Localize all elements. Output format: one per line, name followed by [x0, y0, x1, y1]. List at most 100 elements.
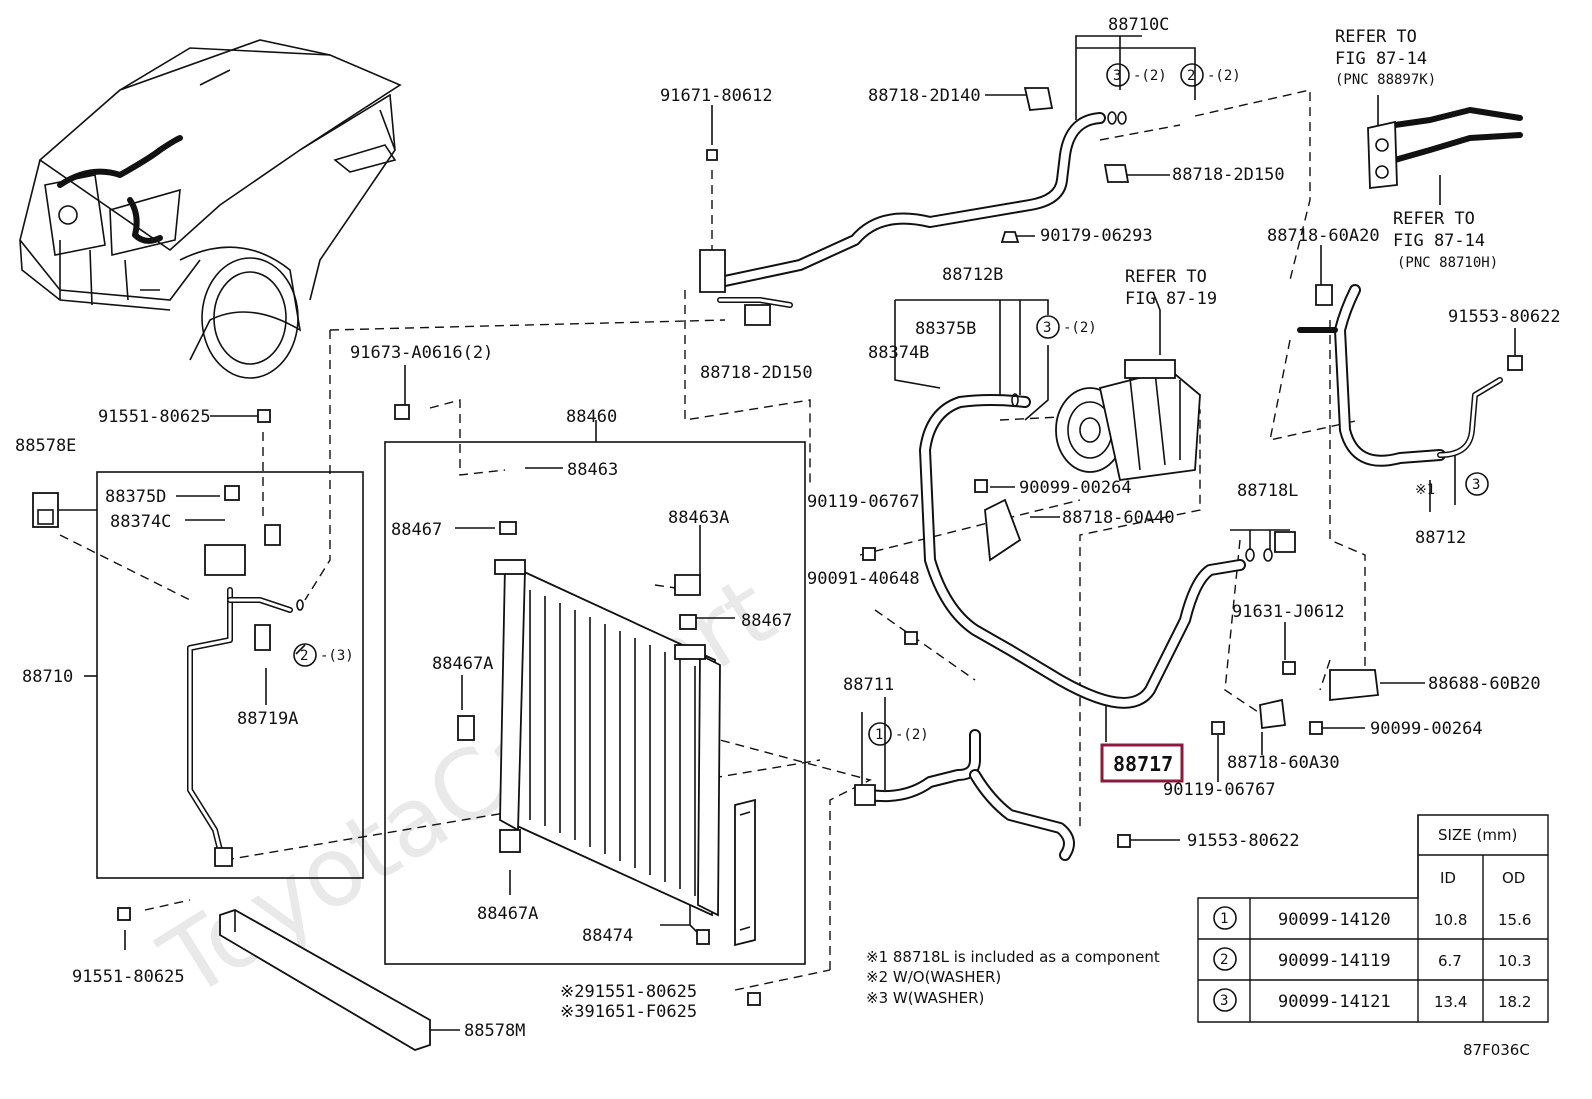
footnote-2: ※2 W/O(WASHER) — [866, 968, 1001, 986]
compressor-88320 — [1055, 359, 1201, 482]
size-row-3-num: 3 — [1220, 993, 1228, 1009]
label-88712[interactable]: 88712 — [1415, 528, 1466, 548]
label-90099-00264[interactable]: 90099-00264 — [1370, 719, 1483, 739]
refer-note-88897K-pnc: (PNC 88897K) — [1335, 72, 1436, 88]
refer-note-compressor[interactable]: REFER TO — [1125, 267, 1207, 287]
size-row-3-part[interactable]: 90099-14121 — [1278, 992, 1391, 1012]
callout-qty: -(2) — [1063, 320, 1097, 336]
refer-note-88897K-fig[interactable]: FIG 87-14 — [1335, 49, 1427, 69]
assembly-box-88460 — [384, 441, 806, 965]
label-88578M[interactable]: 88578M — [464, 1021, 525, 1041]
label-88718-2D150[interactable]: 88718-2D150 — [1172, 165, 1285, 185]
refer-note-88897K[interactable]: REFER TO — [1335, 27, 1417, 47]
label-90119-06767[interactable]: 90119-06767 — [807, 492, 920, 512]
label-90119-06767[interactable]: 90119-06767 — [1163, 780, 1276, 800]
receiver-88474 — [734, 798, 756, 947]
part-labels: 88710C 88718-2D140 88718-2D150 88718-2D1… — [15, 15, 1561, 1041]
label-88718-60A30[interactable]: 88718-60A30 — [1227, 753, 1340, 773]
label-88688-60B20[interactable]: 88688-60B20 — [1428, 674, 1541, 694]
label-88710C[interactable]: 88710C — [1108, 15, 1169, 35]
diagram-id: 87F036C — [1463, 1041, 1530, 1059]
label-91551-80625[interactable]: 91551-80625 — [72, 967, 185, 987]
refer-note-88710H[interactable]: REFER TO — [1393, 209, 1475, 229]
label-88711[interactable]: 88711 — [843, 675, 894, 695]
callout-2: 2 — [300, 648, 308, 664]
label-88375B[interactable]: 88375B — [915, 319, 976, 339]
callout-3: 3 — [1113, 68, 1121, 84]
label-88717[interactable]: 88717 — [1113, 752, 1173, 776]
size-table-col-od: OD — [1502, 869, 1525, 887]
size-row-2-part[interactable]: 90099-14119 — [1278, 951, 1391, 971]
label-91673-A0616[interactable]: 91673-A0616(2) — [350, 343, 493, 363]
label-88374C[interactable]: 88374C — [110, 512, 171, 532]
size-row-1-num: 1 — [1220, 911, 1228, 927]
size-row-1-part[interactable]: 90099-14120 — [1278, 910, 1391, 930]
label-88712B[interactable]: 88712B — [942, 265, 1003, 285]
label-91631-J0612[interactable]: 91631-J0612 — [1232, 602, 1345, 622]
label-88578E[interactable]: 88578E — [15, 436, 76, 456]
highlight-box — [1100, 743, 1184, 783]
callout-qty: -(2) — [1207, 68, 1241, 84]
label-88467A[interactable]: 88467A — [432, 654, 493, 674]
hoses — [187, 107, 1523, 861]
callout-circles: 3 -(2) 2 -(2) 3 -(2) 2 -(3) 1 -(2) 3 ※1 — [293, 63, 1489, 746]
callout-1: 1 — [875, 727, 883, 743]
footnote-3: ※3 W(WASHER) — [866, 989, 984, 1007]
label-88460[interactable]: 88460 — [566, 407, 617, 427]
leader-lines — [48, 35, 1516, 1031]
size-table-header: SIZE (mm) — [1438, 826, 1517, 844]
callout-3: 3 — [1043, 320, 1051, 336]
label-91551-80625[interactable]: 91551-80625 — [98, 407, 211, 427]
size-table-col-id: ID — [1440, 869, 1456, 887]
label-88467A[interactable]: 88467A — [477, 904, 538, 924]
callout-2: 2 — [1187, 68, 1195, 84]
size-row-3-od: 18.2 — [1498, 993, 1531, 1011]
footnotes: ※1 88718L is included as a component ※2 … — [866, 948, 1160, 1007]
label-88375D[interactable]: 88375D — [105, 487, 166, 507]
callout-qty: -(2) — [895, 727, 929, 743]
label-91551-80625-note2[interactable]: ※291551-80625 — [560, 982, 697, 1002]
condenser-88460 — [494, 559, 721, 917]
vehicle-illustration — [19, 39, 402, 379]
label-88463A[interactable]: 88463A — [668, 508, 729, 528]
label-88718-2D140[interactable]: 88718-2D140 — [868, 86, 981, 106]
seal-88578M — [219, 909, 431, 1051]
refer-note-88710H-fig[interactable]: FIG 87-14 — [1393, 231, 1485, 251]
label-91553-80622[interactable]: 91553-80622 — [1187, 831, 1300, 851]
size-row-1-id: 10.8 — [1434, 911, 1467, 929]
small-parts — [117, 87, 1523, 1006]
label-88710[interactable]: 88710 — [22, 667, 73, 687]
label-88374B[interactable]: 88374B — [868, 343, 929, 363]
refer-notes: REFER TO FIG 87-14 (PNC 88897K) REFER TO… — [1125, 27, 1498, 309]
label-91671-80612[interactable]: 91671-80612 — [660, 86, 773, 106]
label-91651-F0625-note3[interactable]: ※391651-F0625 — [560, 1002, 697, 1022]
label-88467[interactable]: 88467 — [391, 520, 442, 540]
label-88718-60A20[interactable]: 88718-60A20 — [1267, 226, 1380, 246]
size-row-3-id: 13.4 — [1434, 993, 1467, 1011]
label-91553-80622[interactable]: 91553-80622 — [1448, 307, 1561, 327]
size-row-2-num: 2 — [1220, 952, 1228, 968]
label-88474[interactable]: 88474 — [582, 926, 633, 946]
footnote-1: ※1 88718L is included as a component — [866, 948, 1160, 966]
size-row-2-id: 6.7 — [1438, 952, 1462, 970]
label-90099-00264[interactable]: 90099-00264 — [1019, 478, 1132, 498]
refer-note-88710H-pnc: (PNC 88710H) — [1397, 255, 1498, 271]
size-row-2-od: 10.3 — [1498, 952, 1531, 970]
assembly-box-88710 — [96, 471, 364, 879]
refer-note-compressor-fig[interactable]: FIG 87-19 — [1125, 289, 1217, 309]
callout-3: 3 — [1472, 477, 1480, 493]
seal-88578E — [32, 492, 59, 528]
label-88718L[interactable]: 88718L — [1237, 481, 1298, 501]
label-88463[interactable]: 88463 — [567, 460, 618, 480]
label-88718-60A40[interactable]: 88718-60A40 — [1062, 508, 1175, 528]
note-mark-1: ※1 — [1415, 482, 1435, 498]
label-88467[interactable]: 88467 — [741, 611, 792, 631]
size-table: SIZE (mm) ID OD 1 90099-14120 10.8 15.6 … — [1197, 814, 1549, 1023]
label-90091-40648[interactable]: 90091-40648 — [807, 569, 920, 589]
label-88719A[interactable]: 88719A — [237, 709, 298, 729]
label-90179-06293[interactable]: 90179-06293 — [1040, 226, 1153, 246]
label-88718-2D150[interactable]: 88718-2D150 — [700, 363, 813, 383]
size-row-1-od: 15.6 — [1498, 911, 1531, 929]
callout-qty: -(3) — [320, 648, 354, 664]
